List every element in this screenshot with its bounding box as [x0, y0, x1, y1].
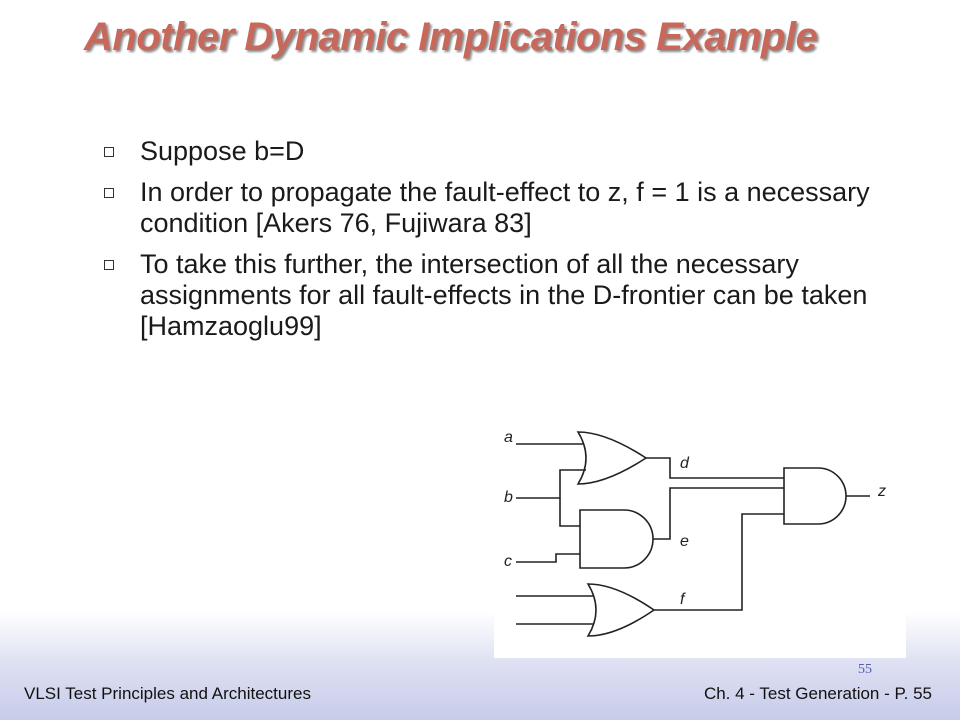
or-gate-2 — [586, 583, 656, 637]
bullet-item: Suppose b=D — [104, 136, 904, 167]
slide-title: Another Dynamic Implications Example — [84, 15, 818, 59]
footer-course-title: VLSI Test Principles and Architectures — [24, 684, 311, 703]
signal-label-e: e — [680, 533, 689, 550]
bullet-list: Suppose b=D In order to propagate the fa… — [104, 136, 904, 352]
bullet-text: In order to propagate the fault-effect t… — [140, 177, 870, 238]
and-gate-output — [783, 467, 847, 525]
bullet-item: In order to propagate the fault-effect t… — [104, 177, 904, 239]
footer-chapter-page: Ch. 4 - Test Generation - P. 55 — [703, 684, 932, 703]
input-label-b: b — [504, 489, 513, 506]
square-bullet-icon — [104, 188, 114, 198]
bullet-text: To take this further, the intersection o… — [140, 249, 868, 341]
square-bullet-icon — [104, 260, 114, 270]
signal-label-f: f — [680, 591, 686, 608]
bullet-item: To take this further, the intersection o… — [104, 249, 904, 342]
output-label-z: z — [877, 483, 886, 500]
circuit-diagram: a b c d e f z — [494, 418, 906, 658]
slide-page-number: 55 — [858, 662, 872, 677]
signal-label-d: d — [680, 455, 690, 472]
or-gate-1 — [576, 431, 648, 485]
input-label-c: c — [504, 553, 512, 570]
square-bullet-icon — [104, 147, 114, 157]
input-label-a: a — [504, 429, 513, 446]
bullet-text: Suppose b=D — [140, 136, 305, 166]
and-gate-1 — [579, 509, 654, 569]
